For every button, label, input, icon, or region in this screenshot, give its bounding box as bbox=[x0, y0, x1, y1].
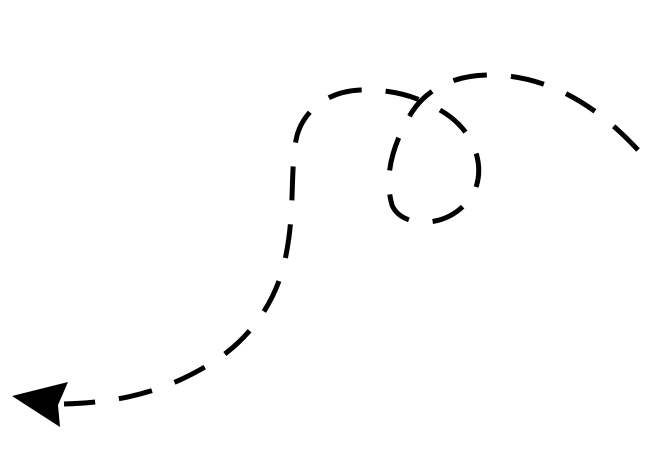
dashed-curve-path bbox=[63, 72, 640, 407]
arrowhead-icon bbox=[12, 382, 68, 427]
